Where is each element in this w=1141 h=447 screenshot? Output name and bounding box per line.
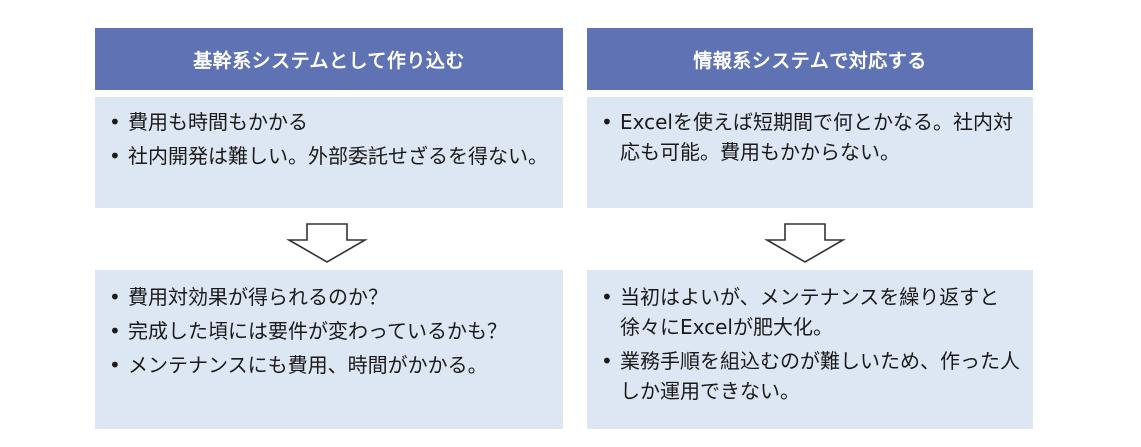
left-bottom-box: 費用対効果が得られるのか？ 完成した頃には要件が変わっているかも？ メンテナンス… bbox=[95, 270, 563, 429]
list-item: 費用も時間もかかる bbox=[107, 107, 548, 137]
list-item: 当初はよいが、メンテナンスを繰り返すと徐々にExcelが肥大化。 bbox=[599, 282, 1020, 342]
down-arrow-icon bbox=[764, 223, 846, 263]
right-header: 情報系システムで対応する bbox=[587, 28, 1033, 90]
list-item: 完成した頃には要件が変わっているかも？ bbox=[107, 316, 526, 346]
left-top-box: 費用も時間もかかる 社内開発は難しい。外部委託せざるを得ない。 bbox=[95, 97, 563, 208]
list-item: 費用対効果が得られるのか？ bbox=[107, 282, 548, 312]
list-item: 社内開発は難しい。外部委託せざるを得ない。 bbox=[107, 141, 548, 171]
down-arrow-icon bbox=[286, 223, 368, 263]
list-item: 業務手順を組込むのが難しいため、作った人しか運用できない。 bbox=[599, 346, 1020, 406]
left-top-list: 費用も時間もかかる 社内開発は難しい。外部委託せざるを得ない。 bbox=[107, 107, 553, 171]
right-top-list: Excelを使えば短期間で何とかなる。社内対応も可能。費用もかからない。 bbox=[599, 107, 1023, 167]
list-item: メンテナンスにも費用、時間がかかる。 bbox=[107, 350, 568, 380]
left-header: 基幹系システムとして作り込む bbox=[95, 28, 563, 90]
left-bottom-list: 費用対効果が得られるのか？ 完成した頃には要件が変わっているかも？ メンテナンス… bbox=[107, 282, 553, 380]
list-item: Excelを使えば短期間で何とかなる。社内対応も可能。費用もかからない。 bbox=[599, 107, 1020, 167]
right-bottom-box: 当初はよいが、メンテナンスを繰り返すと徐々にExcelが肥大化。 業務手順を組込… bbox=[587, 270, 1033, 429]
right-top-box: Excelを使えば短期間で何とかなる。社内対応も可能。費用もかからない。 bbox=[587, 97, 1033, 208]
right-bottom-list: 当初はよいが、メンテナンスを繰り返すと徐々にExcelが肥大化。 業務手順を組込… bbox=[599, 282, 1023, 406]
